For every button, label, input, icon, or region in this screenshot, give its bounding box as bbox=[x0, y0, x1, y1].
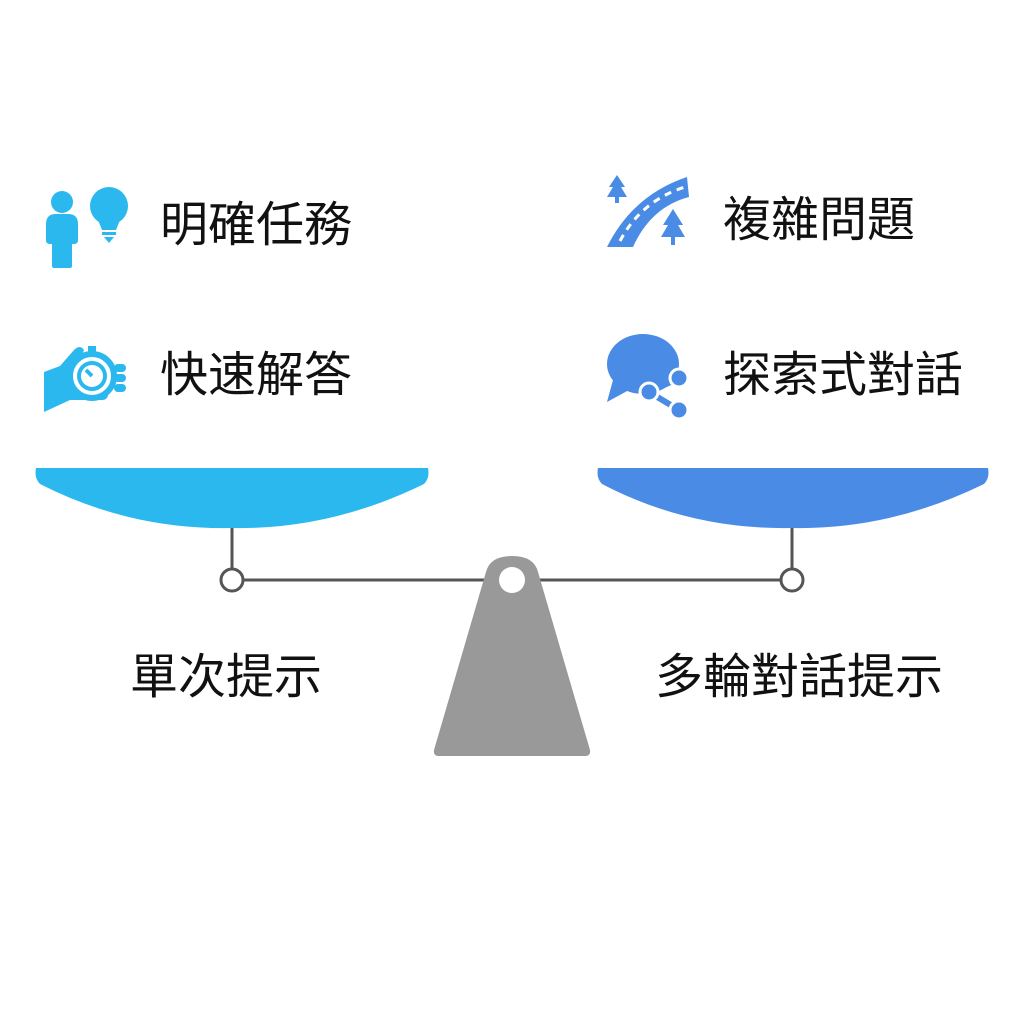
multi-turn-prompt-label: 多輪對話提示 bbox=[655, 649, 944, 705]
left-pivot bbox=[219, 567, 245, 593]
exploratory-dialogue-label: 探索式對話 bbox=[723, 347, 964, 403]
left-item-clear-task: 明確任務 bbox=[40, 180, 352, 270]
quick-answer-label: 快速解答 bbox=[160, 347, 353, 403]
person-lightbulb-icon bbox=[46, 187, 128, 268]
left-pan bbox=[35, 468, 429, 529]
left-item-quick-answer: 快速解答 bbox=[40, 330, 352, 420]
fulcrum bbox=[433, 556, 591, 756]
single-prompt-label: 單次提示 bbox=[130, 649, 323, 705]
complex-problem-label: 複雜問題 bbox=[723, 192, 916, 248]
right-item-exploratory-dialogue: 探索式對話 bbox=[603, 330, 963, 420]
fulcrum-pivot-hole bbox=[499, 567, 525, 593]
right-pan bbox=[597, 468, 989, 529]
right-item-complex-problem: 複雜問題 bbox=[603, 175, 915, 265]
hand-stopwatch-icon bbox=[44, 346, 126, 412]
winding-road-trees-icon bbox=[607, 175, 689, 247]
chat-bubble-share-icon bbox=[607, 334, 690, 420]
right-pivot bbox=[779, 567, 805, 593]
clear-task-label: 明確任務 bbox=[160, 197, 353, 253]
